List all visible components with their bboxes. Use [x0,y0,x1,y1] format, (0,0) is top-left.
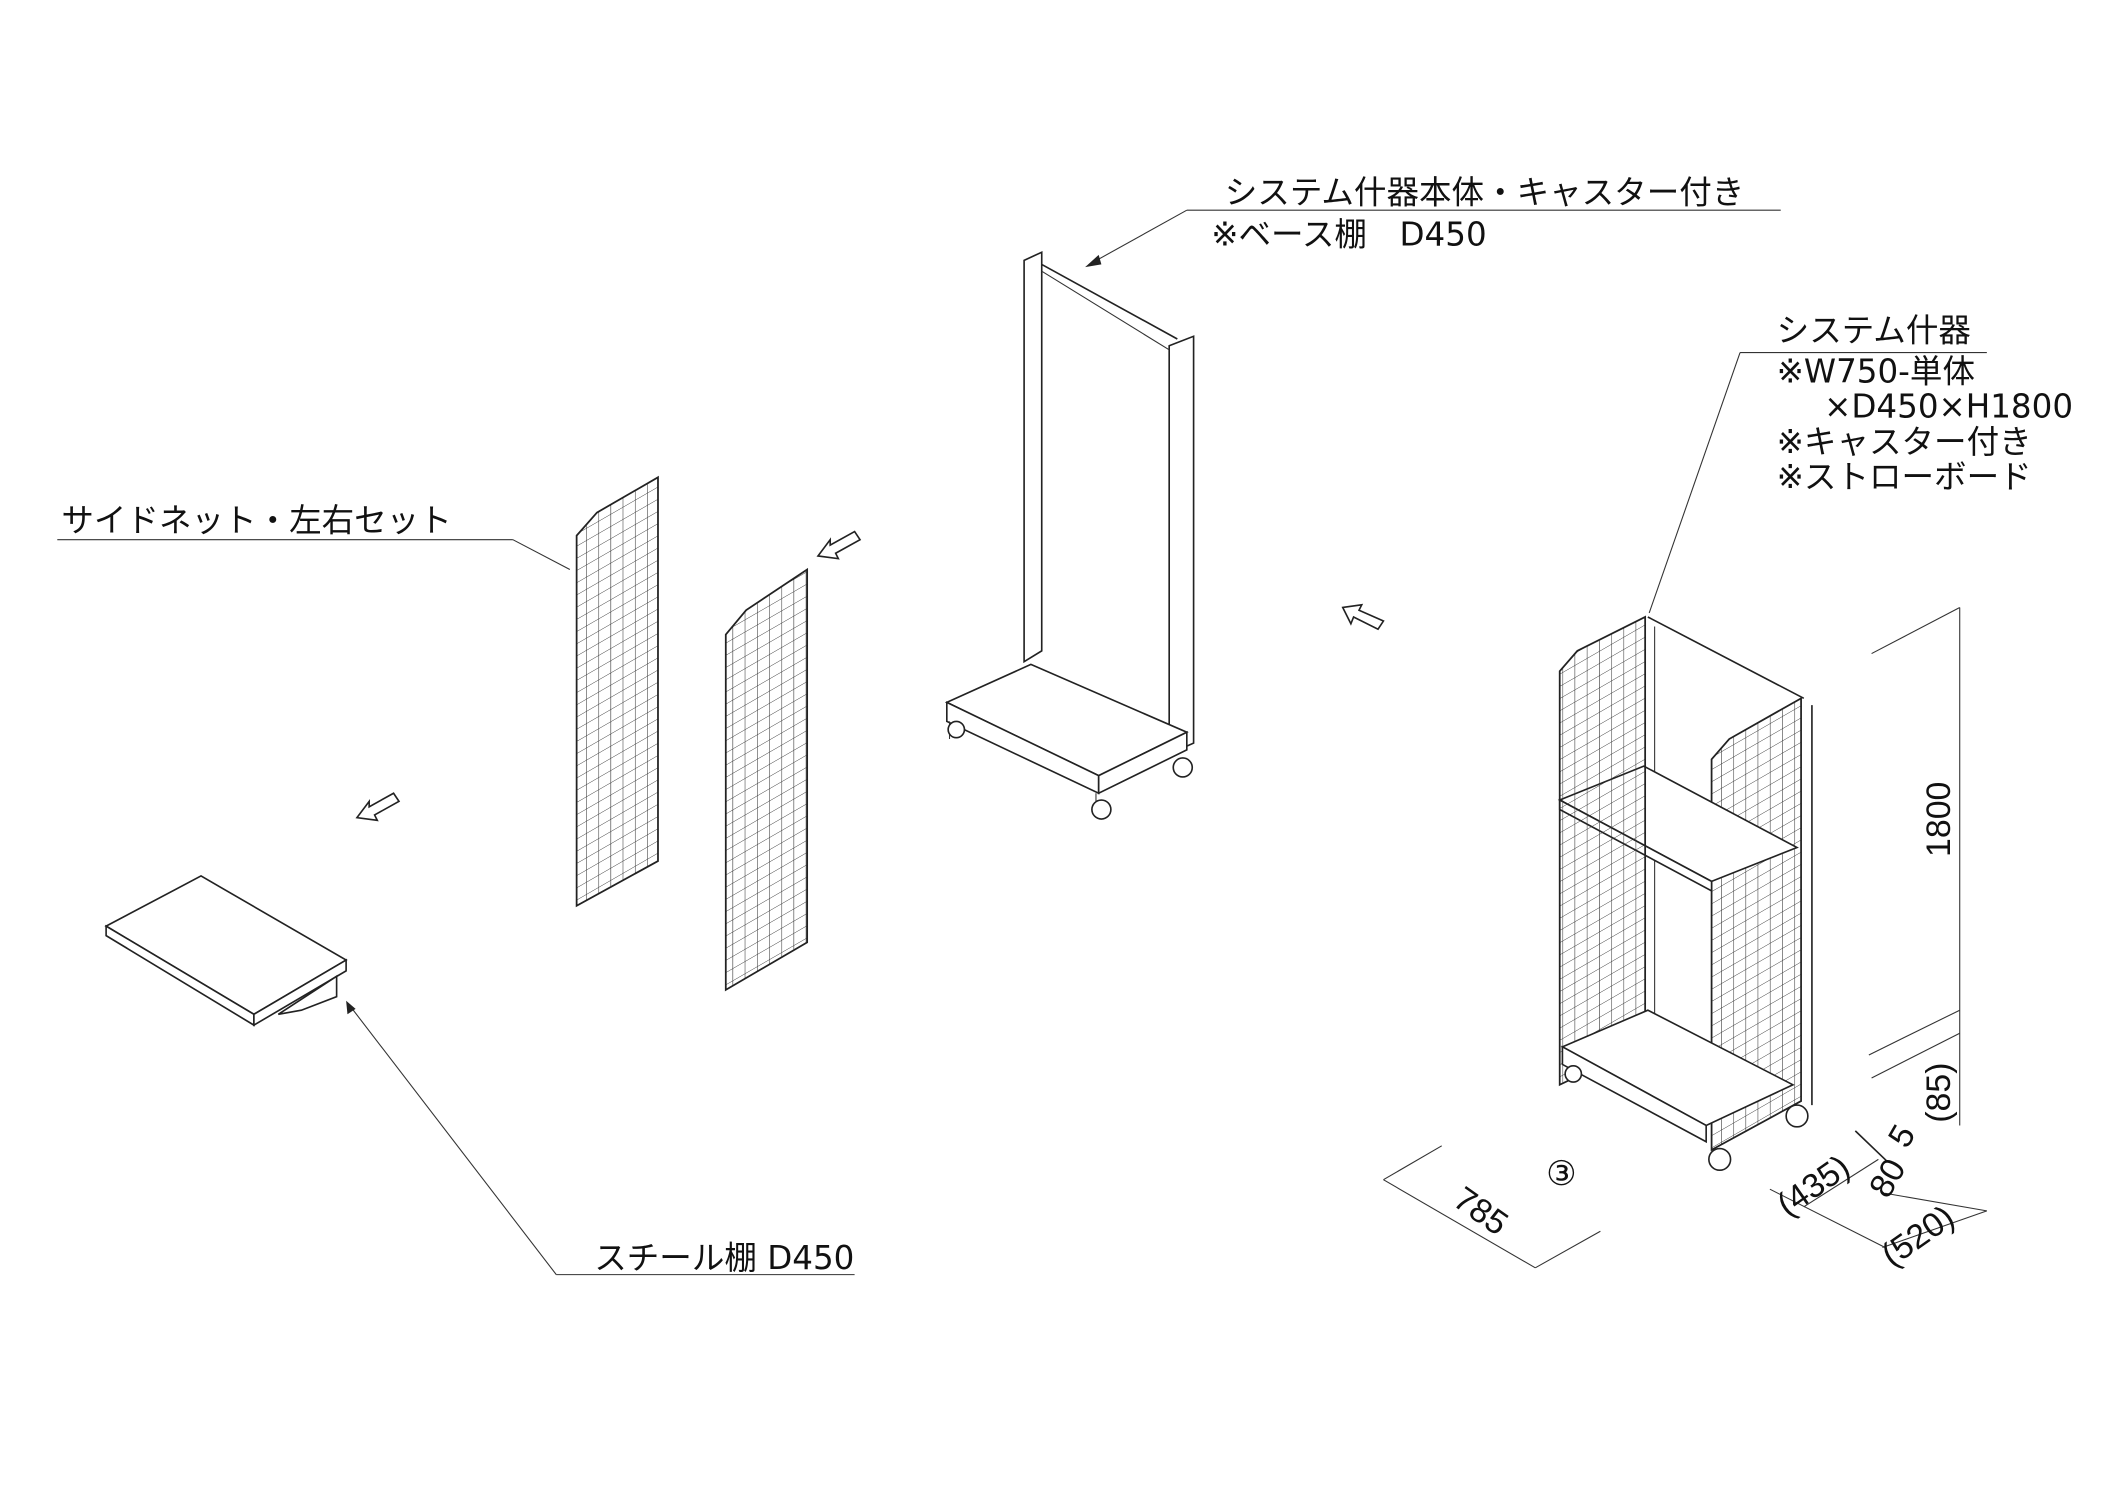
caster-icon [1091,799,1112,820]
dim-depth-extra: 80 [1862,1152,1914,1204]
item-number: ③ [1546,1155,1576,1193]
steel-shelf-drawing [104,875,348,1027]
side-net-label: サイドネット・左右セット [61,502,451,540]
arrow-icon [816,530,862,560]
dim-height: 1800 [1920,782,1958,857]
arrow-icon [1341,603,1385,631]
caster-icon [1564,1064,1583,1083]
arrow-icon [355,792,401,822]
main-unit-title: システム什器本体・キャスター付き [1225,173,1745,211]
caster-icon [1785,1104,1809,1128]
assembled-unit-drawing [1557,352,1813,1172]
dimension-lines [1383,606,1988,1269]
main-unit-note: ※ベース棚 D450 [1211,215,1486,253]
assembled-caster: ※キャスター付き [1777,423,2032,461]
assembled-title: システム什器 [1777,312,1971,350]
dim-base-height: (85) [1920,1063,1958,1123]
dim-depth-total: (520) [1875,1198,1962,1274]
dim-depth-inner: (435) [1770,1148,1857,1224]
side-net-left [575,475,659,908]
steel-shelf-label: スチール棚 D450 [594,1239,854,1277]
assembled-size-1: ※W750-単体 [1777,352,1975,390]
dim-gap: 5 [1881,1119,1923,1154]
main-unit-drawing [944,209,1195,820]
caster-icon [1172,757,1194,778]
caster-icon [947,720,966,739]
assembled-board: ※ストローボード [1777,458,2032,496]
caster-icon [1708,1147,1732,1172]
dim-width: 785 [1447,1180,1515,1244]
assembled-size-2: ×D450×H1800 [1824,388,2073,426]
side-net-right [724,567,809,992]
